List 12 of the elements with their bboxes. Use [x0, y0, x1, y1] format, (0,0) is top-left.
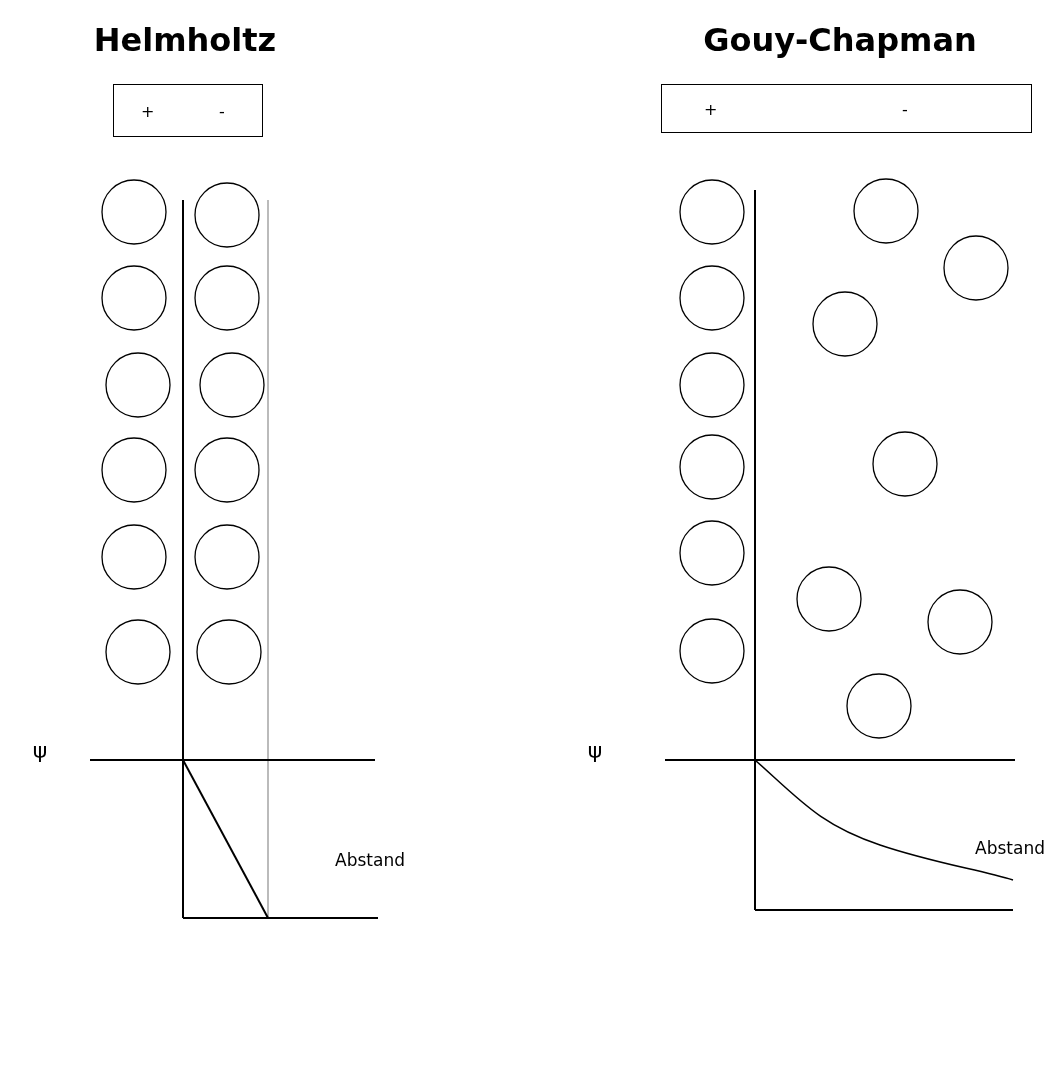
panel-title: Gouy-Chapman [703, 21, 977, 59]
charge-box [113, 84, 263, 137]
axis-label: ψ [32, 737, 48, 763]
axis-label: ψ [587, 737, 603, 763]
axis-label: Abstand [335, 850, 405, 870]
charge-sign: - [902, 99, 908, 118]
axis-label: Abstand [975, 838, 1045, 858]
charge-sign: + [141, 101, 155, 120]
panel-title: Helmholtz [93, 21, 277, 59]
charge-sign: - [219, 101, 225, 120]
charge-box [661, 84, 1032, 133]
charge-sign: + [704, 99, 718, 118]
